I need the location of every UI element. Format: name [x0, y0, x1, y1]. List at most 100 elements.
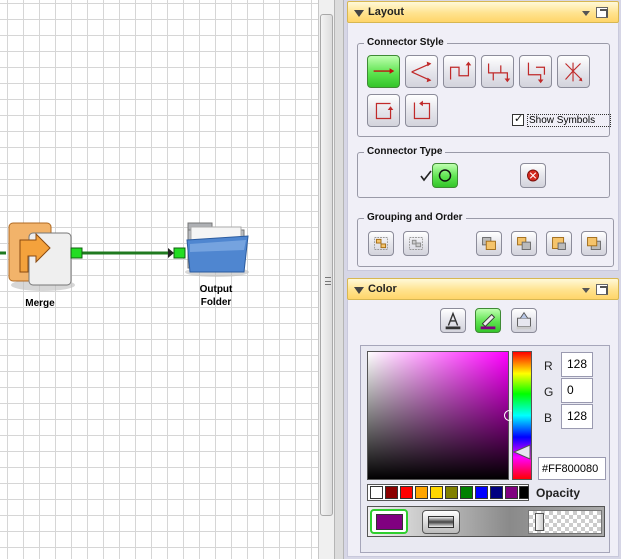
- layout-pane-body: Connector Style: [347, 23, 619, 271]
- text-color-icon: [445, 311, 461, 330]
- layout-pane-header[interactable]: Layout: [347, 1, 619, 23]
- show-symbols-label[interactable]: Show Symbols: [527, 114, 611, 127]
- loop-left-button[interactable]: [367, 94, 400, 127]
- swatch-dark-red[interactable]: [385, 486, 398, 499]
- bring-forward-icon: [517, 237, 531, 250]
- circle-connector-type-button[interactable]: [432, 163, 458, 188]
- send-to-back-icon: [587, 237, 601, 250]
- undock-icon[interactable]: [596, 7, 608, 18]
- stop-type-icon: [527, 169, 539, 182]
- b-value-field[interactable]: 128: [561, 404, 593, 429]
- diagram-layer: [0, 222, 249, 291]
- send-to-back-button[interactable]: [581, 231, 607, 256]
- color-pane-body: R 128 G 0 B 128 #FF800080: [347, 300, 619, 557]
- straight-connector-icon: [373, 68, 395, 74]
- current-color-button[interactable]: [370, 509, 408, 534]
- gradient-preview-icon: [428, 516, 454, 528]
- bring-forward-button[interactable]: [511, 231, 537, 256]
- swatch-yellow[interactable]: [430, 486, 443, 499]
- swatch-blue[interactable]: [475, 486, 488, 499]
- loop-right-button[interactable]: [405, 94, 438, 127]
- layout-pane-title: Layout: [368, 6, 405, 18]
- fork-connector-button[interactable]: [405, 55, 438, 88]
- side-panel: Layout Connector Style: [344, 0, 621, 559]
- merge-icon[interactable]: [8, 222, 75, 291]
- color-pane-title: Color: [368, 283, 397, 295]
- opacity-slider[interactable]: [528, 510, 602, 534]
- swatch-navy[interactable]: [490, 486, 503, 499]
- bring-to-front-icon: [482, 237, 496, 250]
- swatch-green[interactable]: [460, 486, 473, 499]
- fork-connector-icon: [411, 61, 432, 83]
- opacity-slider-thumb[interactable]: [535, 513, 544, 531]
- loop-right-icon: [413, 100, 431, 120]
- scrollbar-thumb[interactable]: [320, 14, 333, 516]
- checkmark-icon: [420, 170, 432, 182]
- collapse-icon[interactable]: [354, 10, 364, 17]
- opacity-label: Opacity: [536, 486, 581, 500]
- swatch-red[interactable]: [400, 486, 413, 499]
- color-editor: R 128 G 0 B 128 #FF800080: [360, 345, 610, 553]
- connector-type-group: Connector Type: [357, 146, 610, 198]
- output-folder-label: Output Folder: [199, 284, 233, 308]
- swatch-white[interactable]: [370, 486, 383, 499]
- swatch-orange[interactable]: [415, 486, 428, 499]
- merge-output-port: [70, 247, 83, 259]
- r-value-field[interactable]: 128: [561, 352, 593, 377]
- opacity-bar: [367, 506, 605, 537]
- swatch-palette: [367, 484, 529, 501]
- send-backward-button[interactable]: [546, 231, 572, 256]
- panel-splitter[interactable]: [334, 0, 344, 559]
- swatch-purple[interactable]: [505, 486, 518, 499]
- background-color-tab[interactable]: [511, 308, 537, 333]
- circle-type-icon: [438, 169, 452, 182]
- hue-slider[interactable]: [512, 351, 532, 480]
- chevron-down-icon[interactable]: [582, 288, 590, 293]
- connector-style-group: Connector Style: [357, 37, 611, 137]
- diagram-canvas[interactable]: Merge Output Folder: [0, 0, 318, 559]
- stop-connector-type-button[interactable]: [520, 163, 546, 188]
- ungroup-button[interactable]: [403, 231, 429, 256]
- folder-input-port: [173, 247, 186, 259]
- undock-icon[interactable]: [596, 284, 608, 295]
- orthogonal-down-icon: [527, 62, 546, 84]
- background-color-icon: [516, 311, 532, 330]
- chevron-down-icon[interactable]: [582, 11, 590, 16]
- orthogonal-step-button[interactable]: [481, 55, 514, 88]
- current-color-preview: [376, 514, 403, 530]
- collapse-icon[interactable]: [354, 287, 364, 294]
- scroll-up-arrow[interactable]: [319, 0, 334, 14]
- connector-arrowhead: [168, 248, 174, 258]
- orthogonal-connector-button[interactable]: [443, 55, 476, 88]
- folder-icon[interactable]: [185, 222, 249, 277]
- orthogonal-step-icon: [487, 63, 511, 83]
- b-label: B: [544, 411, 553, 425]
- orthogonal-cross-icon: [565, 62, 583, 82]
- hue-slider-handle-icon[interactable]: [513, 444, 531, 460]
- hex-color-field[interactable]: #FF800080: [538, 457, 606, 480]
- send-backward-icon: [552, 237, 566, 250]
- g-value-field[interactable]: 0: [561, 378, 593, 403]
- fill-color-tab[interactable]: [475, 308, 501, 333]
- grouping-order-group: Grouping and Order: [357, 212, 614, 267]
- gradient-fill-button[interactable]: [422, 510, 460, 534]
- swatch-black[interactable]: [519, 486, 529, 499]
- orthogonal-down-button[interactable]: [519, 55, 552, 88]
- color-pane-header[interactable]: Color: [347, 278, 619, 300]
- swatch-olive[interactable]: [445, 486, 458, 499]
- bring-to-front-button[interactable]: [476, 231, 502, 256]
- canvas-vertical-scrollbar[interactable]: [318, 0, 334, 559]
- connector-type-title: Connector Type: [364, 146, 446, 157]
- merge-label: Merge: [25, 298, 55, 309]
- grouping-order-title: Grouping and Order: [364, 212, 466, 223]
- connector-style-title: Connector Style: [364, 37, 447, 48]
- color-spectrum-box[interactable]: [367, 351, 515, 480]
- g-label: G: [544, 385, 554, 399]
- ungroup-icon: [409, 237, 423, 250]
- checkbox-checked-icon[interactable]: [512, 112, 524, 126]
- straight-connector-button[interactable]: [367, 55, 400, 88]
- scrollbar-grip-icon: [325, 277, 331, 285]
- text-color-tab[interactable]: [440, 308, 466, 333]
- orthogonal-cross-button[interactable]: [557, 55, 590, 88]
- group-button[interactable]: [368, 231, 394, 256]
